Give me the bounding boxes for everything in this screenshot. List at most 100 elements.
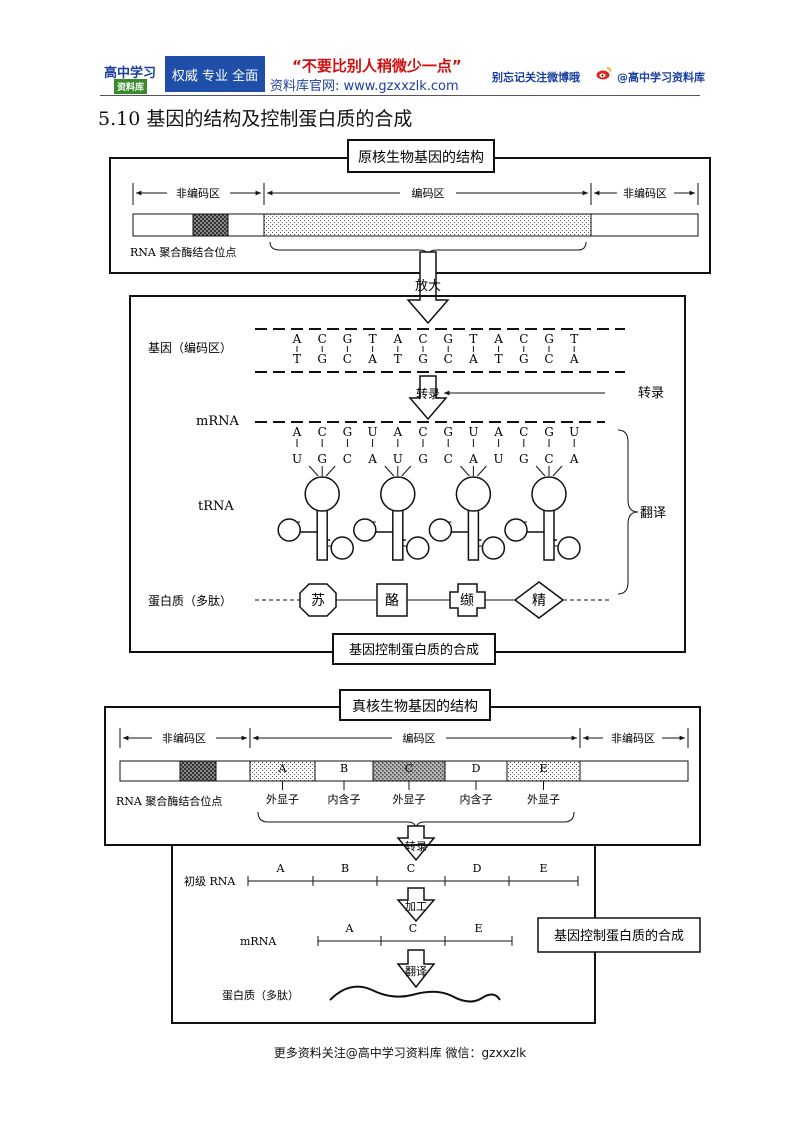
dna-top-base: C: [318, 332, 327, 346]
processing-arrow: [396, 887, 436, 923]
euk-protein-label: 蛋白质（多肽）: [222, 988, 299, 1002]
dna-top-base: T: [369, 332, 377, 346]
amino-acid-label: 苏: [311, 593, 325, 609]
euk-rna-pol-label: RNA 聚合酶结合位点: [116, 794, 222, 808]
mrna-base: U: [468, 425, 478, 439]
dna-top-base: A: [292, 332, 302, 346]
segment-type-label: 外显子: [393, 793, 426, 806]
dna-top-base: T: [570, 332, 578, 346]
segment-type-label: 外显子: [527, 793, 560, 806]
anticodon-base: A: [569, 452, 579, 466]
dna-top-base: C: [519, 332, 528, 346]
header-slogan: “不要比别人稍微少一点”: [292, 57, 462, 75]
translation-brace: [617, 429, 639, 595]
dna-bottom-base: C: [444, 352, 453, 366]
enlarge-arrow: 放大: [406, 251, 450, 325]
amino-acid-thr: [299, 583, 337, 617]
mrna-base: A: [493, 425, 503, 439]
prok-noncoding-right-label: 非编码区: [623, 186, 667, 200]
euk-translation-arrow: [396, 949, 436, 989]
header-follow-text: 别忘记关注微博哦: [492, 71, 580, 84]
eukaryote-title: 真核生物基因的结构: [352, 698, 478, 715]
transcription-arrow-label: 转录: [416, 386, 440, 401]
dna-bottom-base: C: [343, 352, 352, 366]
header-tagline: 权威 专业 全面: [165, 56, 265, 92]
euk-noncoding-left-label: 非编码区: [162, 731, 206, 745]
dna-top-base: G: [343, 332, 353, 346]
translation-label: 翻译: [640, 506, 666, 521]
anticodon-base: U: [292, 452, 302, 466]
logo-line1: 高中学习: [104, 66, 157, 81]
amino-acid-label: 缬: [460, 593, 474, 609]
mrna-segment: C: [409, 922, 417, 935]
prok-caption: 基因控制蛋白质的合成: [349, 642, 479, 658]
amino-acid-arg: [513, 581, 565, 619]
dna-top-base: G: [544, 332, 554, 346]
prok-coding-region: [263, 213, 592, 237]
segment-letter: B: [340, 762, 348, 775]
amino-acid-val: [449, 583, 486, 617]
transcription-side-label: 转录: [638, 386, 664, 401]
trna-label: tRNA: [198, 499, 234, 514]
polypeptide-chain: [329, 985, 501, 1003]
dna-bottom-base: G: [317, 352, 327, 366]
page-footer: 更多资料关注@高中学习资料库 微信：gzxxzlk: [273, 1046, 527, 1060]
header-divider: [100, 95, 700, 96]
segment-type-label: 外显子: [266, 793, 299, 806]
amino-acid-label: 精: [532, 593, 546, 609]
mrna-base: C: [519, 425, 528, 439]
dna-bottom-base: A: [367, 352, 377, 366]
mrna-base: A: [392, 425, 402, 439]
dna-bottom-base: T: [495, 352, 503, 366]
pre-rna-segment: A: [276, 862, 286, 875]
page-title: 5.10 基因的结构及控制蛋白质的合成: [98, 108, 413, 130]
mrna-base: U: [368, 425, 378, 439]
mrna-base: A: [292, 425, 302, 439]
segment-letter: D: [472, 762, 481, 775]
processing-label: 加工: [405, 900, 427, 913]
prok-coding-label: 编码区: [412, 186, 445, 200]
header-website[interactable]: 资料库官网: www.gzxxzlk.com: [270, 79, 459, 94]
header-weibo-handle[interactable]: @高中学习资料库: [617, 71, 705, 84]
euk-mrna-label: mRNA: [240, 935, 277, 948]
amino-acid-tyr: [376, 583, 408, 617]
dna-top-base: A: [493, 332, 503, 346]
dna-bottom-base: T: [394, 352, 402, 366]
mrna-base: G: [343, 425, 353, 439]
transcription-arrow: [408, 375, 448, 421]
mrna-segment: A: [345, 922, 355, 935]
prokaryote-gene-structure: 原核生物基因的结构 非编码区 编码区 非编码区 RNA 聚合酶结合位点: [109, 139, 711, 274]
prok-caption-box: [332, 633, 496, 665]
euk-noncoding-right-label: 非编码区: [611, 731, 655, 745]
anticodon-base: A: [367, 452, 377, 466]
anticodon-base: A: [468, 452, 478, 466]
dna-bottom-base: T: [293, 352, 301, 366]
dna-bottom-base: G: [519, 352, 529, 366]
dna-bottom-base: C: [544, 352, 553, 366]
eukaryote-gene-structure: 真核生物基因的结构 非编码区 编码区 非编码区 A外显子B内含子C外显子D内含子…: [104, 689, 701, 846]
dna-bottom-base: G: [418, 352, 428, 366]
anticodon-base: U: [393, 452, 403, 466]
euk-coding-label: 编码区: [403, 731, 436, 745]
dna-top-base: C: [418, 332, 427, 346]
pre-rna-segment: C: [407, 862, 415, 875]
prok-rna-pol-label: RNA 聚合酶结合位点: [130, 245, 236, 259]
anticodon-base: C: [343, 452, 352, 466]
segment-letter: C: [405, 762, 413, 775]
pre-rna-segment: D: [473, 862, 482, 875]
dna-bottom-base: A: [468, 352, 478, 366]
eukaryote-title-box: [339, 689, 491, 721]
gene-coding-label: 基因（编码区）: [148, 340, 232, 355]
amino-acid-label: 酪: [385, 593, 399, 609]
dna-top-base: A: [392, 332, 402, 346]
